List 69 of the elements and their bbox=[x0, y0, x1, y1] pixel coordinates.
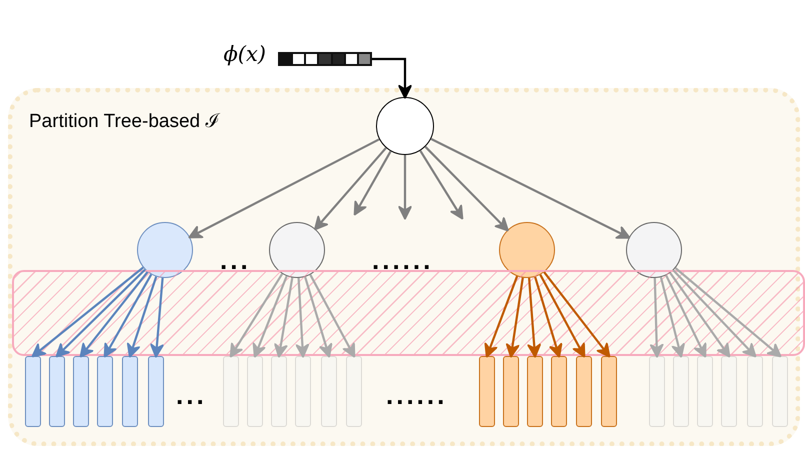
tree-node bbox=[499, 222, 555, 278]
arrow bbox=[31, 266, 144, 358]
arrow bbox=[526, 278, 542, 358]
arrow bbox=[669, 272, 730, 358]
arrow bbox=[534, 276, 563, 358]
leaf-bucket bbox=[673, 356, 689, 427]
arrow bbox=[309, 274, 356, 358]
root-node bbox=[376, 97, 434, 155]
leaf-bucket bbox=[772, 356, 788, 427]
leaf-bucket bbox=[295, 356, 311, 427]
tree-node bbox=[137, 222, 193, 278]
arrow bbox=[304, 276, 333, 358]
ellipsis: ...... bbox=[386, 385, 448, 405]
leaf-bucket bbox=[247, 356, 263, 427]
arrow bbox=[506, 278, 524, 358]
arrow bbox=[665, 274, 706, 358]
ellipsis: ...... bbox=[372, 250, 434, 270]
arrow bbox=[150, 278, 164, 358]
arrow bbox=[104, 274, 152, 358]
arrow bbox=[354, 150, 392, 216]
arrow bbox=[649, 278, 664, 358]
panel-title: Partition Tree-based ℐ bbox=[29, 110, 220, 133]
arrow bbox=[252, 276, 288, 358]
leaf-bucket bbox=[97, 356, 113, 427]
leaf-bucket bbox=[25, 356, 41, 427]
leaf-bucket bbox=[601, 356, 617, 427]
arrow bbox=[539, 274, 586, 358]
arrow bbox=[419, 150, 464, 220]
leaf-bucket bbox=[148, 356, 164, 427]
arrow bbox=[55, 268, 146, 358]
arrow bbox=[543, 271, 610, 358]
arrow bbox=[126, 276, 158, 358]
arrow bbox=[230, 273, 284, 358]
leaf-bucket bbox=[73, 356, 89, 427]
tree-node bbox=[626, 222, 682, 278]
arrow bbox=[674, 267, 782, 358]
leaf-bucket bbox=[503, 356, 519, 427]
leaf-bucket bbox=[122, 356, 138, 427]
group-panel bbox=[8, 88, 800, 446]
arrow bbox=[295, 278, 310, 358]
leaf-bucket bbox=[271, 356, 287, 427]
arrow bbox=[672, 270, 757, 358]
leaf-bucket bbox=[697, 356, 713, 427]
leaf-bucket bbox=[721, 356, 737, 427]
arrow bbox=[430, 138, 631, 239]
arrow bbox=[80, 271, 148, 358]
vector-label: ϕ(x) bbox=[223, 42, 266, 66]
arrow bbox=[314, 147, 387, 231]
leaf-bucket bbox=[551, 356, 567, 427]
leaf-bucket bbox=[479, 356, 495, 427]
leaf-bucket bbox=[747, 356, 763, 427]
vector-bar bbox=[278, 52, 372, 66]
leaf-bucket bbox=[576, 356, 592, 427]
leaf-bucket bbox=[527, 356, 543, 427]
arrow bbox=[424, 146, 509, 232]
leaf-bucket bbox=[321, 356, 337, 427]
leaf-bucket bbox=[649, 356, 665, 427]
arrow bbox=[398, 155, 412, 220]
arrow bbox=[188, 138, 380, 238]
arrow bbox=[372, 58, 412, 99]
tree-node bbox=[269, 222, 325, 278]
leaf-bucket bbox=[49, 356, 65, 427]
ellipsis: ... bbox=[220, 250, 251, 270]
leaf-bucket bbox=[223, 356, 239, 427]
ellipsis: ... bbox=[176, 385, 207, 405]
arrow bbox=[484, 276, 518, 358]
arrow bbox=[274, 277, 294, 358]
arrow bbox=[660, 276, 686, 358]
leaf-bucket bbox=[346, 356, 362, 427]
